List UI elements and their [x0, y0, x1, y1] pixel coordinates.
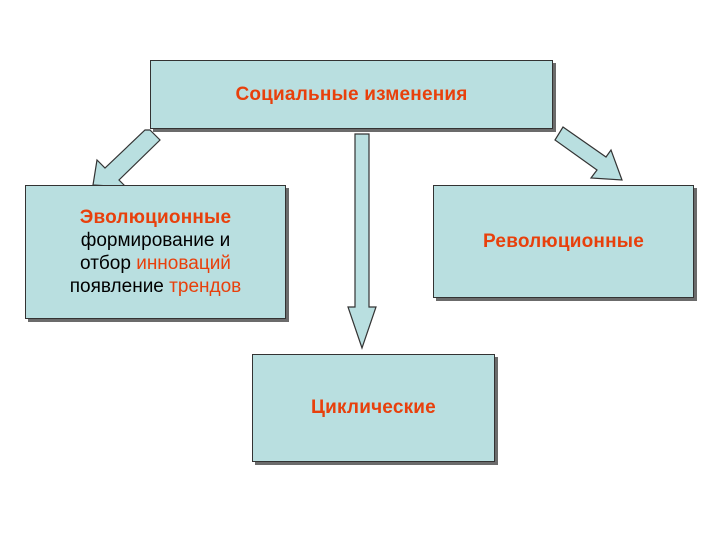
evolutionary-line-3: появление трендов [70, 275, 242, 298]
arrow-to-revolutionary [554, 126, 623, 181]
evolutionary-line-3-accent: трендов [169, 276, 242, 297]
evolutionary-line-2-accent: инноваций [136, 253, 231, 274]
evolutionary-line-2: отбор инноваций [80, 252, 231, 275]
cyclical-box: Циклические [252, 354, 495, 462]
social-changes-label: Социальные изменения [235, 83, 468, 105]
revolutionary-box: Революционные [433, 185, 694, 298]
arrow-to-evolutionary [92, 129, 161, 188]
arrow-to-cyclical [347, 133, 377, 350]
revolutionary-title: Революционные [483, 230, 644, 252]
evolutionary-line-1: формирование и [80, 230, 231, 251]
cyclical-title: Циклические [311, 397, 436, 418]
evolutionary-title: Эволюционные [79, 207, 232, 228]
social-changes-box: Социальные изменения [150, 60, 553, 129]
evolutionary-box: Эволюционные формирование и отбор иннова… [25, 185, 286, 319]
evolutionary-line-2-prefix: отбор [80, 253, 137, 274]
evolutionary-line-3-prefix: появление [69, 276, 170, 297]
